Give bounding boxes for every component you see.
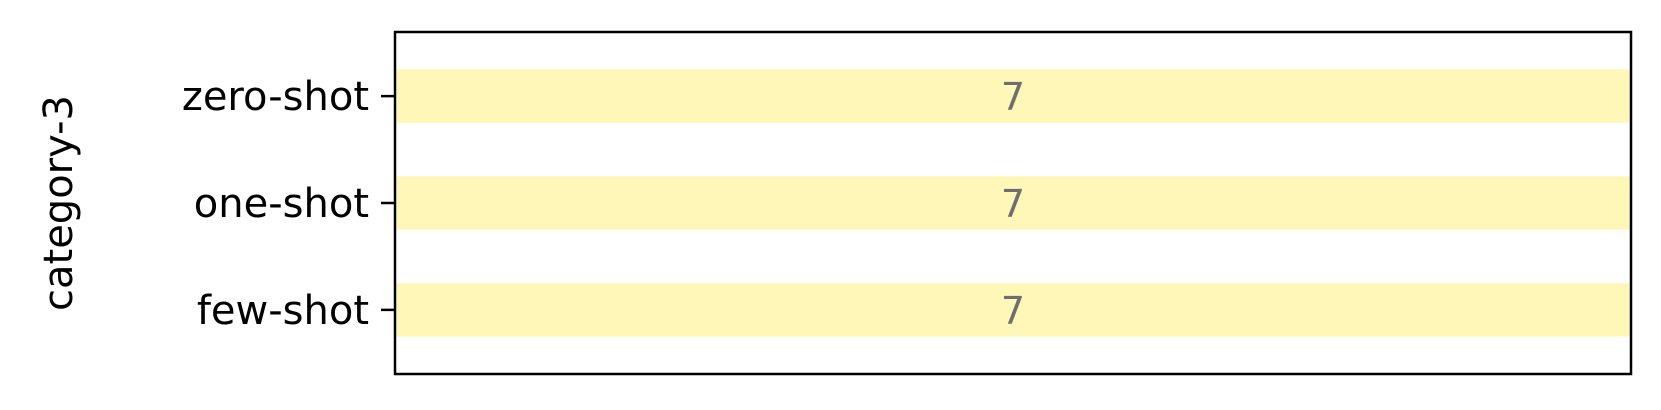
data-label-one-shot: 7 bbox=[1001, 182, 1025, 226]
y-axis: zero-shot one-shot few-shot bbox=[182, 74, 395, 334]
data-label-zero-shot: 7 bbox=[1001, 75, 1025, 119]
bar-few-shot bbox=[396, 283, 1630, 337]
bar-one-shot bbox=[396, 176, 1630, 230]
data-labels-layer: 7 7 7 bbox=[1001, 75, 1025, 333]
bar-zero-shot bbox=[396, 69, 1630, 123]
y-tick-label-one-shot: one-shot bbox=[194, 181, 369, 227]
bars-layer bbox=[396, 69, 1630, 337]
y-tick-label-zero-shot: zero-shot bbox=[182, 74, 369, 120]
data-label-few-shot: 7 bbox=[1001, 289, 1025, 333]
y-axis-label: category-3 bbox=[36, 95, 82, 311]
y-tick-label-few-shot: few-shot bbox=[197, 288, 369, 334]
